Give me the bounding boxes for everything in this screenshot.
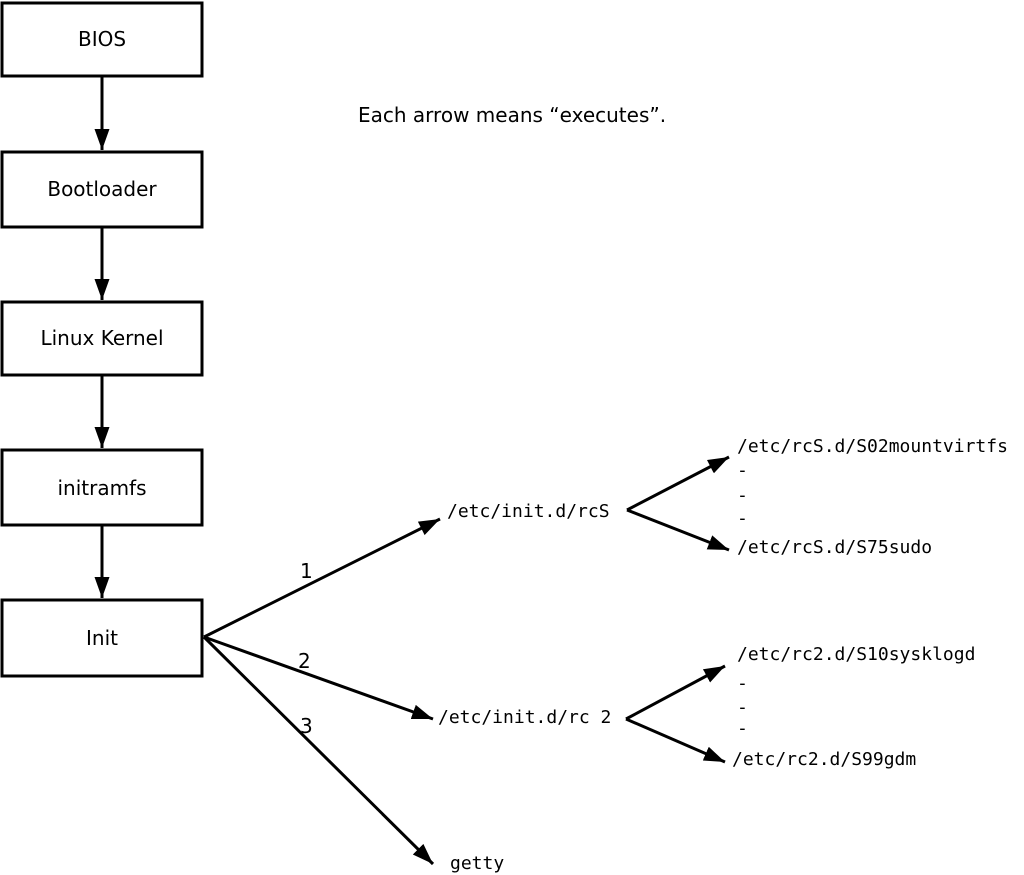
box-initramfs-label: initramfs <box>57 476 146 500</box>
box-bios <box>0 1 204 78</box>
arrow-label-2: 2 <box>298 649 311 673</box>
arrow-rcs-to-s02mountvirtfs <box>626 455 730 512</box>
ellipsis-dash: - <box>737 485 748 506</box>
ellipsis-dash: - <box>737 508 748 529</box>
node-s02mountvirtfs: /etc/rcS.d/S02mountvirtfs <box>737 436 1008 457</box>
node-s99gdm: /etc/rc2.d/S99gdm <box>732 749 916 770</box>
box-initramfs <box>0 448 204 527</box>
node-rc2-script: /etc/init.d/rc 2 <box>438 707 611 728</box>
node-s10sysklogd: /etc/rc2.d/S10sysklogd <box>737 644 975 665</box>
caption-text: Each arrow means “executes”. <box>358 103 666 127</box>
box-linux-kernel <box>0 300 204 377</box>
arrow-label-1: 1 <box>300 559 313 583</box>
ellipsis-dash: - <box>737 697 748 718</box>
box-bios-label: BIOS <box>78 27 126 51</box>
node-rcs-script: /etc/init.d/rcS <box>447 501 610 522</box>
ellipsis-dash: - <box>737 718 748 739</box>
arrow-init-to-rc2 <box>203 635 434 721</box>
arrow-rc2-to-s10sysklogd <box>625 664 726 721</box>
box-bootloader <box>0 150 204 229</box>
arrow-rc2-to-s99gdm <box>625 717 726 764</box>
arrow-init-to-getty <box>202 635 435 866</box>
box-bootloader-label: Bootloader <box>47 177 157 201</box>
box-init-label: Init <box>86 626 118 650</box>
node-getty: getty <box>450 853 504 874</box>
ellipsis-dash: - <box>737 673 748 694</box>
arrow-label-3: 3 <box>300 714 313 738</box>
box-init <box>0 598 204 678</box>
node-s75sudo: /etc/rcS.d/S75sudo <box>737 537 932 558</box>
box-linux-kernel-label: Linux Kernel <box>40 326 163 350</box>
arrow-rcs-to-s75sudo <box>626 508 730 552</box>
arrow-init-to-rcs <box>203 517 441 639</box>
ellipsis-dash: - <box>737 460 748 481</box>
